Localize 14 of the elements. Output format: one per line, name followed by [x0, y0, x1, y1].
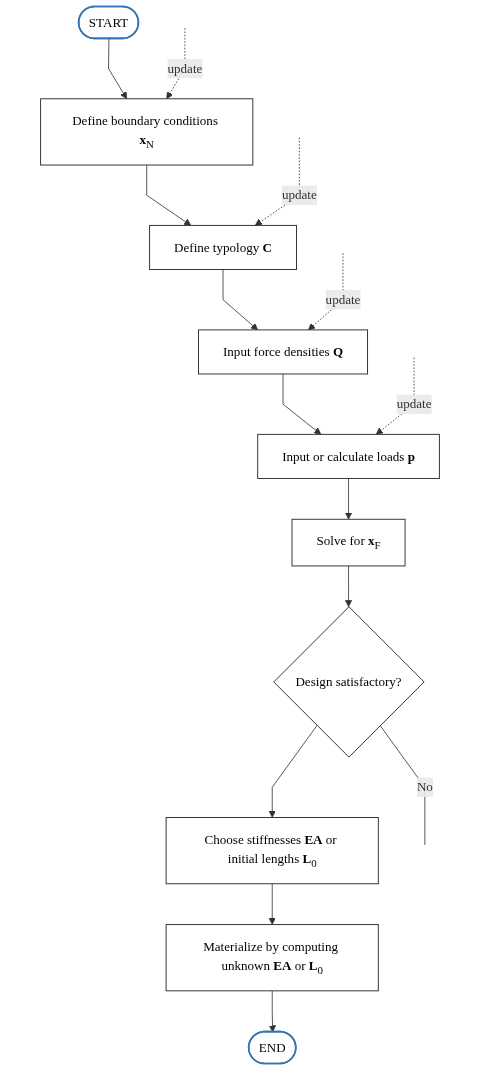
node-box: Choose stiffnesses EA or initial lengths L$_{0}$: [165, 817, 379, 885]
connector: [379, 725, 426, 846]
edge-label: update: [396, 396, 432, 411]
node-box: Define typology C: [149, 224, 297, 270]
node-diamond: Design satisfactory?: [273, 606, 425, 758]
edge-label: update: [281, 187, 317, 202]
node-box: Materialize by computing unknown EA or L$_{0}$: [165, 924, 379, 992]
edge-label: update: [167, 61, 203, 76]
node-box: Solve for x$_{F}$: [291, 518, 406, 567]
node-box: Input or calculate loads p: [257, 433, 440, 479]
node-box: Input force densities Q: [198, 329, 369, 375]
edge-label: update: [325, 292, 361, 307]
edge-label: No: [416, 779, 433, 794]
node-box: Define boundary conditions x$_{N}$: [40, 98, 254, 166]
